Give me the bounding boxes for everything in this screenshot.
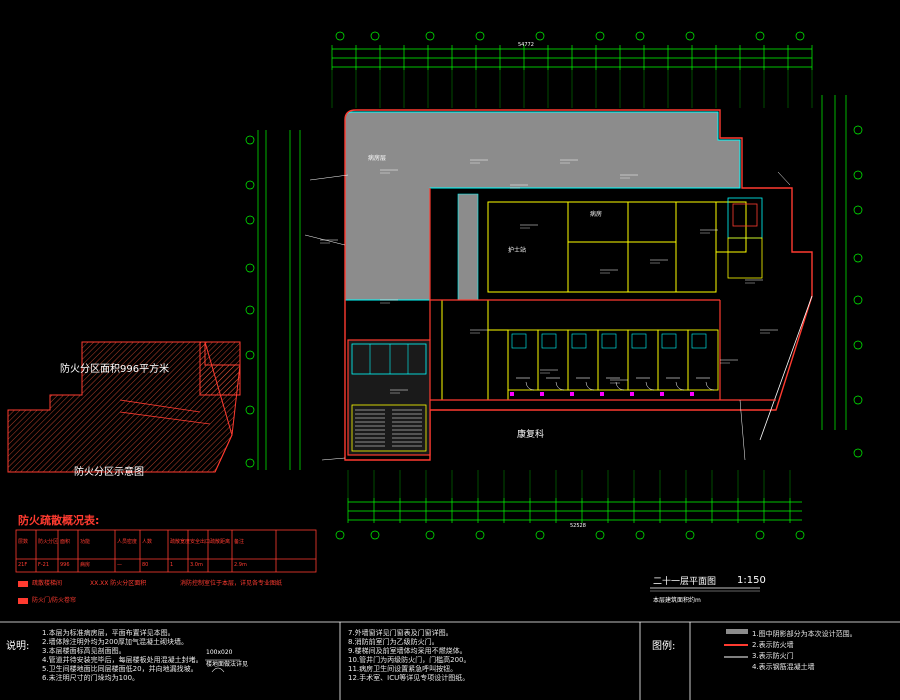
plan-scale: 1:150 [737, 575, 766, 586]
note-item: 8.消防前室门为乙级防火门。 [348, 637, 439, 646]
evac-row-cell: 1 [170, 562, 174, 568]
plan-title: 二十一层平面图 [653, 577, 717, 587]
room-label-rehab: 康复科 [517, 428, 544, 440]
room-partitions [441, 201, 747, 401]
stair-core-right [727, 197, 763, 279]
note-item: 2.墙体除注明外均为200厚加气混凝土砌块墙。 [42, 637, 189, 646]
evac-row-cell: 3.0m [190, 562, 203, 568]
note-item: 3.本层楼面标高见剖面图。 [42, 646, 126, 655]
notes-column-1: 1.本层为标准病房层，平面布置详见本图。 2.墙体除注明外均为200厚加气混凝土… [42, 629, 203, 683]
room-label-nurse-station: 护士站 [508, 246, 526, 254]
bottom-total-dim: 52528 [570, 523, 586, 529]
notes-label: 说明: [6, 641, 30, 652]
annotation-marks [320, 159, 778, 394]
note-item: 7.外墙窗详见门窗表及门窗详图。 [348, 629, 453, 637]
evac-table-grid [15, 529, 317, 573]
detail-symbol [205, 659, 240, 673]
note-item: 5.卫生间楼地面比同层楼面低20，并向地漏找坡。 [42, 664, 198, 673]
note-item: 9.楼梯间及前室墙体均采用不燃烧体。 [348, 646, 467, 655]
bottom-dimension-chain [347, 470, 802, 523]
top-total-dim: 54772 [518, 42, 534, 48]
legend-item: 4.表示钢筋混凝土墙 [752, 662, 815, 671]
legend-item: 2.表示防火墙 [752, 640, 794, 649]
evac-table-title: 防火疏散概况表: [18, 514, 100, 527]
legend-label: 图例: [652, 641, 676, 652]
right-dimension-chain [821, 95, 847, 430]
notes-frame [0, 621, 900, 700]
axis-bubbles [245, 31, 863, 540]
plan-subtitle: 本层建筑面积约m [653, 597, 701, 604]
fire-zone-area-label: 防火分区面积996平方米 [60, 364, 170, 375]
legend-swatch-door [18, 598, 28, 604]
room-label-ward: 病房 [590, 210, 602, 218]
detail-note: 楼地面做法详见 [206, 661, 249, 668]
notes-column-2: 7.外墙窗详见门窗表及门窗详图。 8.消防前室门为乙级防火门。 9.楼梯间及前室… [348, 629, 471, 683]
ward-row [507, 329, 719, 396]
note-item: 10.管井门为丙级防火门，门槛高200。 [348, 655, 471, 664]
note-item: 6.未注明尺寸的门垛均为100。 [42, 673, 140, 682]
note-item: 11.病房卫生间设置紧急呼叫按钮。 [348, 664, 458, 673]
note-item: 4.管道井待安装完毕后，每层楼板处用混凝土封堵。 [42, 655, 203, 664]
gray-corridor-area [344, 111, 741, 301]
evac-legend-area-note: XX.XX 防火分区面积 [90, 580, 147, 587]
evac-header-cell: 备注 [234, 539, 245, 545]
evac-bottom-note: 消防控制室位于本层，详见各专业图纸 [180, 580, 283, 587]
room-label-ward-floor: 病房层 [368, 154, 386, 162]
evac-row-cell: 2.9m [234, 562, 247, 568]
top-dimension-chain [331, 45, 813, 108]
fire-zone-diagram [7, 341, 241, 473]
evac-row-cell: 996 [60, 562, 70, 568]
evac-header-cell: 防火分区 [38, 539, 59, 545]
evac-header-cell: 安全出口 [190, 539, 211, 545]
fire-zone-caption: 防火分区示意图 [74, 467, 144, 478]
evac-header-cell: 人数 [142, 539, 153, 545]
evac-row-cell: F-21 [38, 562, 50, 568]
interior-walls [429, 188, 776, 401]
stair-core [347, 339, 431, 456]
evac-legend-door: 防火门/防火卷帘 [32, 597, 77, 604]
legend-swatch-stair [18, 581, 28, 587]
room-text: 病房层 护士站 病房 康复科 [368, 154, 602, 440]
note-item: 12.手术室、ICU等详见专项设计图纸。 [348, 673, 470, 682]
evac-row-cell: 21F [18, 562, 28, 568]
legend-item: 3.表示防火门 [752, 651, 794, 660]
legend-item: 1.图中阴影部分为本次设计范围。 [752, 630, 857, 638]
legend-list: 1.图中阴影部分为本次设计范围。 2.表示防火墙 3.表示防火门 4.表示钢筋混… [696, 629, 857, 672]
evac-header-cell: 功能 [80, 539, 91, 545]
evac-header-cell: 疏散宽度 [170, 539, 191, 545]
gray-column-block [457, 193, 479, 301]
evac-legend-stair: 疏散楼梯间 [32, 580, 63, 587]
evac-header-cell: 面积 [60, 539, 71, 545]
evac-header-cell: 人员密度 [117, 539, 138, 545]
evac-row-cell: 病房 [80, 562, 91, 568]
left-dimension-chain [257, 130, 301, 470]
evac-row-cell: 80 [142, 562, 149, 568]
legend-gray-swatch [726, 629, 748, 634]
note-item: 1.本层为标准病房层，平面布置详见本图。 [42, 629, 175, 637]
evac-header-cell: 层数 [18, 539, 29, 545]
evac-header-cell: 疏散距离 [210, 539, 231, 545]
detail-dim: 100x020 [206, 649, 233, 656]
evac-row-cell: — [117, 562, 122, 568]
